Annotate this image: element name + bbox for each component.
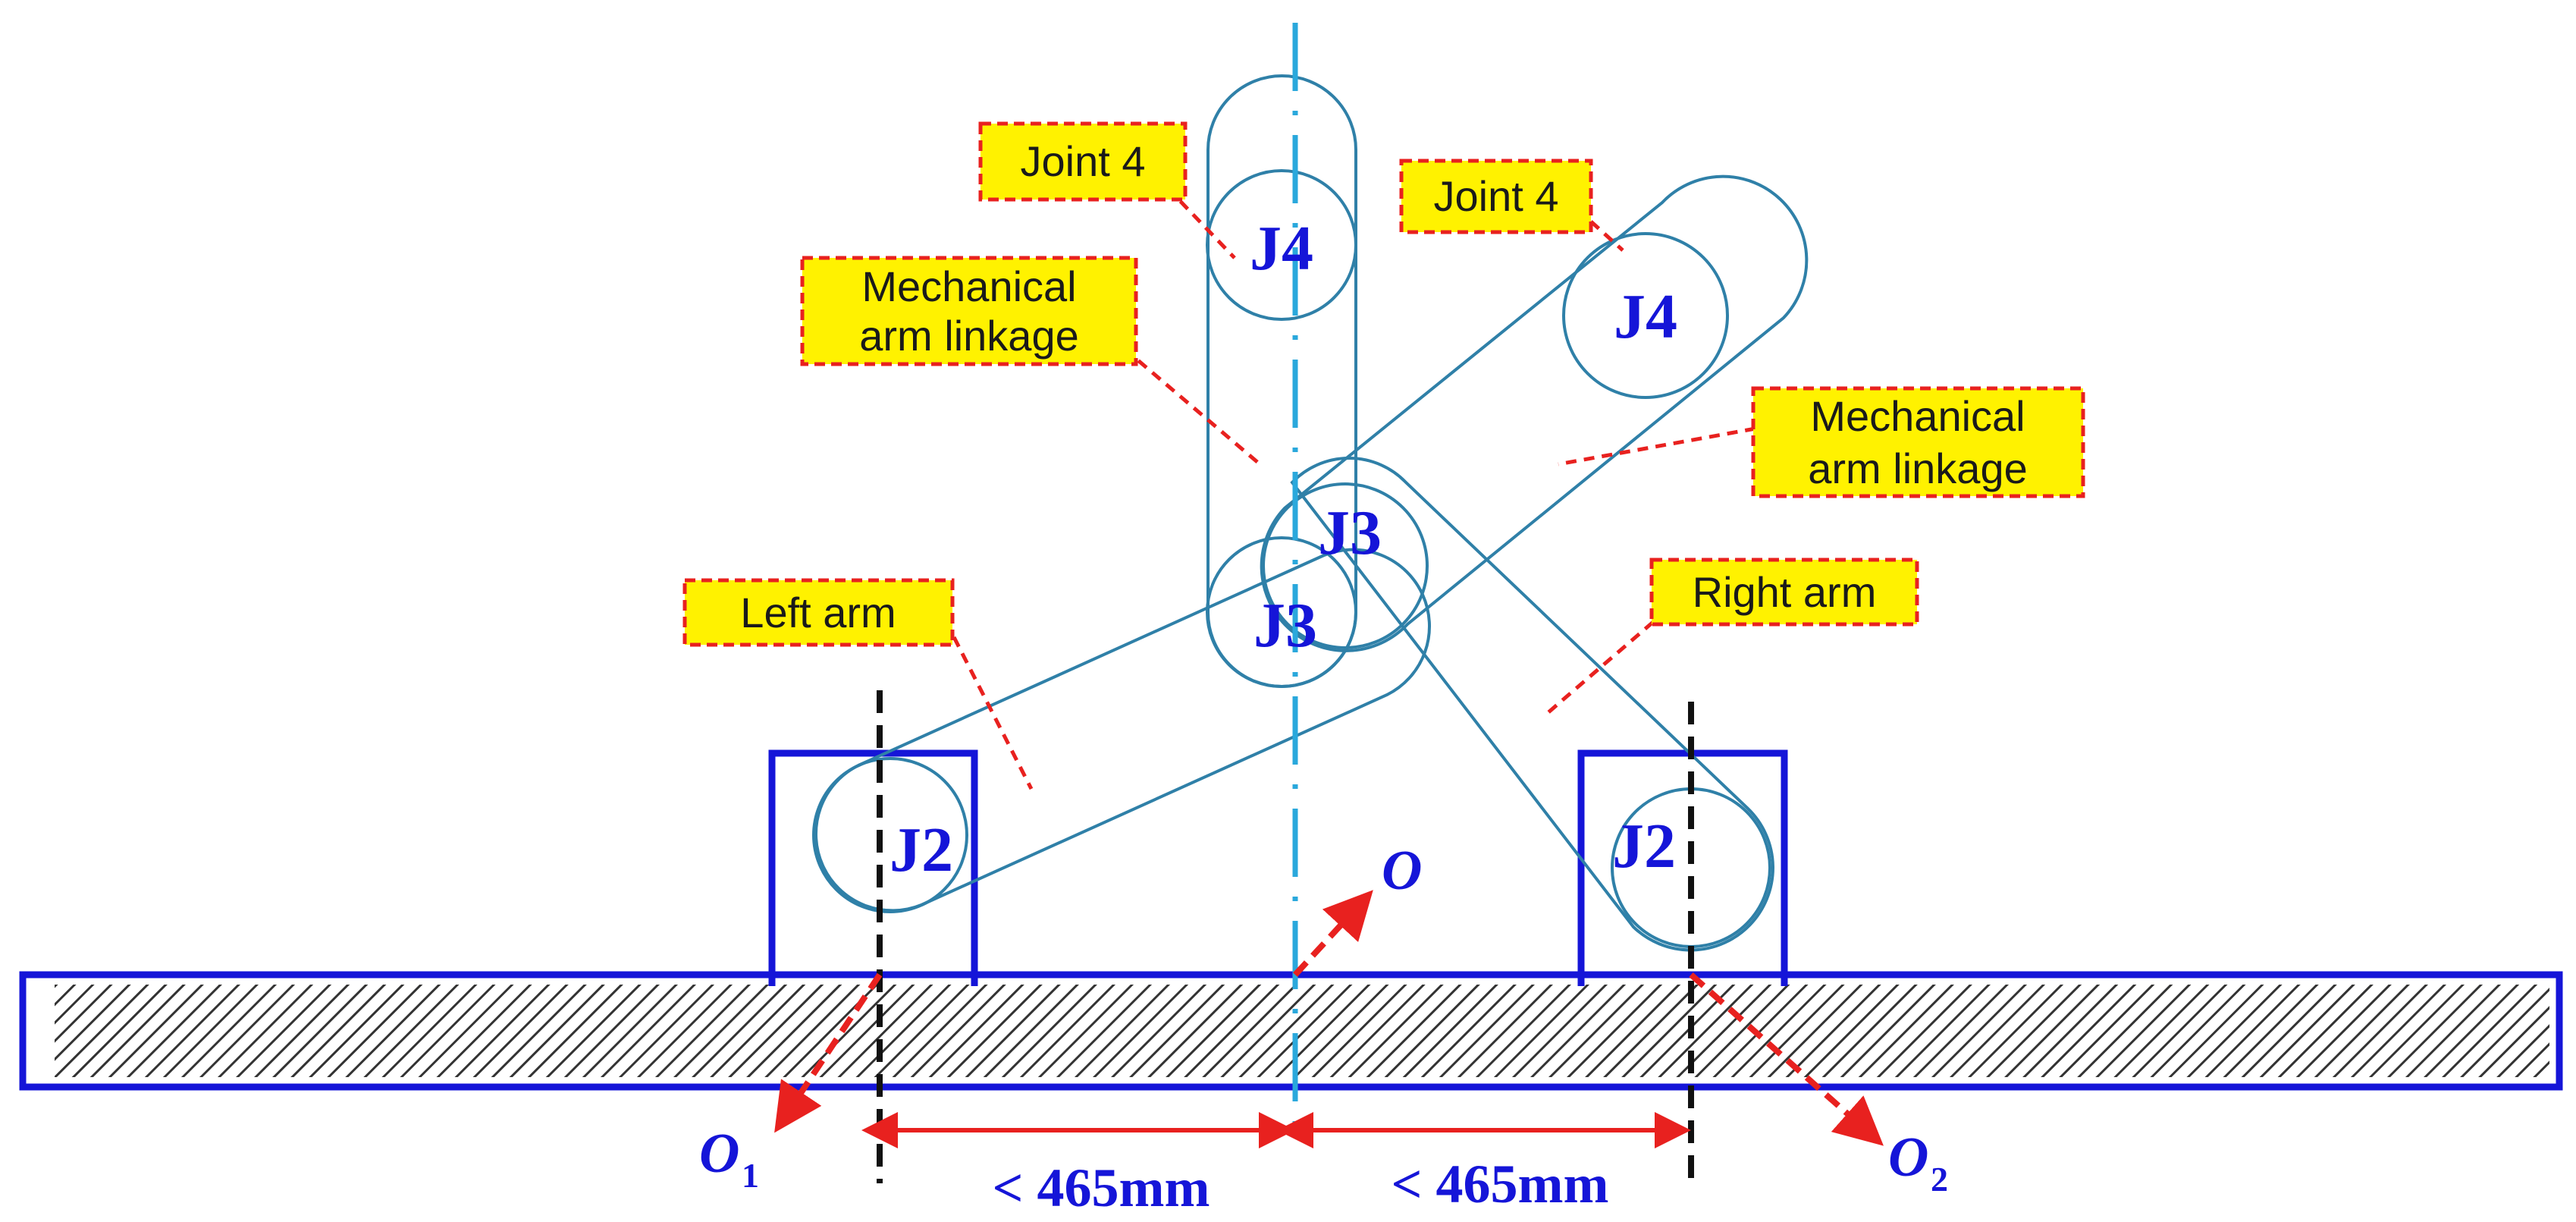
callout-right-arm: Right arm [1649,558,1919,627]
origin-o1-subscript: 1 [742,1156,759,1195]
callout-linkage-right: Mechanical arm linkage [1751,386,2085,498]
center-linkage-j4-circle [1206,169,1357,321]
callout-joint4-left-text: Joint 4 [1021,137,1146,185]
left-shoulder-mount [768,749,978,986]
origin-o2-arrow [1689,972,1884,1146]
right-linkage-link [1260,174,1809,652]
left-arm-leader [952,636,1034,790]
callout-linkage-right-line2: arm linkage [1808,445,2027,492]
center-linkage-j3-circle [1206,536,1357,688]
base-plate [19,971,2563,1091]
origin-o1-arrow [774,972,883,1133]
origin-o-label: O [1382,840,1422,902]
callout-left-arm-text: Left arm [740,589,896,636]
callout-linkage-left-line1: Mechanical [861,262,1076,310]
right-shoulder-mount [1577,749,1788,986]
linkage-right-leader [1558,426,1756,466]
origin-o1-letter: O [699,1123,739,1185]
right-linkage-j4-circle [1562,232,1729,399]
dimension-left-label: < 465mm [993,1158,1210,1218]
origin-o-arrow [1293,890,1373,977]
callout-joint4-left: Joint 4 [978,121,1188,202]
origin-o2-subscript: 2 [1931,1160,1948,1198]
left-arm-end-circle [812,757,968,913]
right-arm-leader [1542,620,1655,718]
callout-linkage-right-line1: Mechanical [1810,392,2025,440]
dimension-right-label: < 465mm [1392,1154,1609,1214]
joint-j4-right-label: J4 [1614,281,1677,352]
right-arm-link [1290,457,1775,952]
callout-joint4-right-text: Joint 4 [1434,172,1559,220]
callout-joint4-right: Joint 4 [1399,159,1593,234]
robot-links [812,74,1809,952]
callout-left-arm: Left arm [682,578,955,647]
joint4-left-leader [1166,187,1236,259]
callout-linkage-left: Mechanical arm linkage [800,256,1138,366]
joint4-right-leader [1589,220,1624,252]
callout-right-arm-text: Right arm [1693,568,1877,616]
left-arm-link [814,548,1431,913]
joint-j3-lower-label: J3 [1253,590,1317,661]
origin-o2-letter: O [1888,1126,1928,1189]
joint-j2-right-label: J2 [1612,811,1676,881]
callout-linkage-left-line2: arm linkage [859,312,1078,360]
joint-j3-upper-label: J3 [1318,498,1382,568]
joint-j4-left-label: J4 [1250,213,1313,284]
linkage-left-leader [1123,347,1264,468]
base-plate-hatch [55,985,2549,1077]
origin-o1-label: O 1 [699,1123,759,1195]
joint-j2-left-label: J2 [890,815,953,885]
origin-o2-label: O 2 [1888,1126,1948,1198]
right-linkage-j3-circle [1262,482,1429,649]
